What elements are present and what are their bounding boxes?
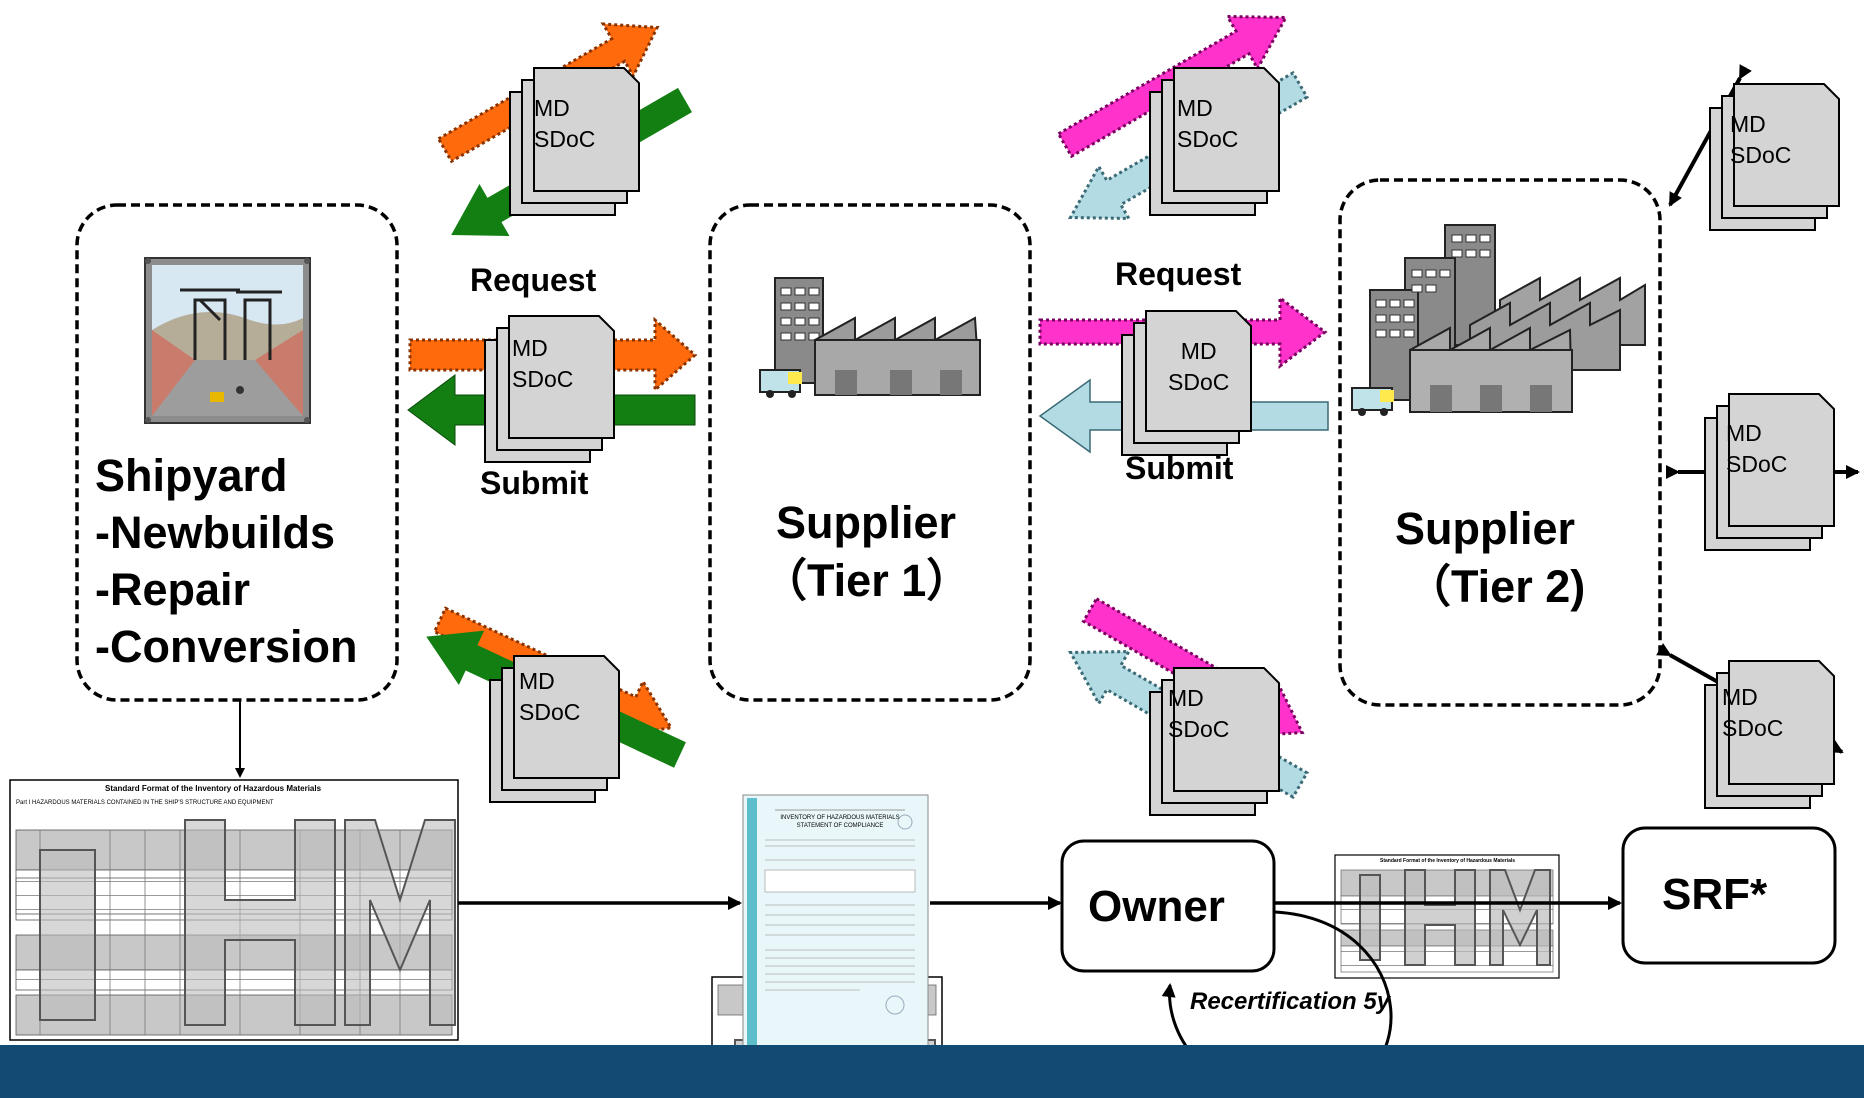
doc-stack-flow1 (484, 315, 615, 463)
ihm-document-small (1334, 854, 1560, 979)
supplier-tier1-box (708, 203, 1032, 702)
shipyard-picture-icon (144, 257, 311, 424)
shipyard-conversion: -Conversion (95, 621, 358, 672)
supplier-tier2-title: Supplier (1395, 503, 1576, 554)
submit-label-1: Submit (480, 465, 589, 501)
factory-icon-tier2 (1351, 224, 1646, 416)
shipyard-newbuilds: -Newbuilds (95, 507, 336, 558)
ihm-inventory-document (9, 779, 459, 1041)
supplier-tier1-sub: （Tier 1） (762, 555, 972, 606)
doc-stack-bottom-middle (1149, 667, 1280, 816)
owner-label: Owner (1088, 882, 1225, 931)
doc-stack-flow2 (1121, 310, 1252, 456)
shipyard-title: Shipyard (95, 450, 288, 501)
supplier-tier1-title: Supplier (776, 497, 957, 548)
doc-stack-top-left (509, 67, 640, 216)
footer-band (0, 1045, 1864, 1098)
soc-doc-title: INVENTORY OF HAZARDOUS MATERIALS STATEME… (780, 815, 900, 829)
doc-stack-bottom-right (1704, 660, 1835, 809)
submit-label-2: Submit (1125, 450, 1234, 486)
request-label-2: Request (1115, 256, 1242, 292)
recertification-label: Recertification 5y (1190, 988, 1391, 1015)
doc-stack-bottom-left (489, 655, 620, 803)
doc-stack-top-right (1709, 83, 1840, 231)
doc-stack-middle-right (1704, 393, 1835, 551)
supplier-tier2-sub: （Tier 2) (1406, 561, 1586, 612)
small-ihm-doc-title: Standard Format of the Inventory of Haza… (1380, 858, 1516, 864)
srf-box (1621, 826, 1837, 965)
doc-stack-top-middle (1149, 67, 1280, 216)
srf-label: SRF* (1662, 870, 1768, 919)
factory-icon-tier1 (759, 277, 982, 398)
ihm-doc-part: Part I HAZARDOUS MATERIALS CONTAINED IN … (16, 800, 274, 806)
supplier-tier2-box (1338, 178, 1662, 707)
owner-box (1060, 839, 1276, 973)
ihm-doc-title: Standard Format of the Inventory of Haza… (105, 784, 322, 793)
shipyard-repair: -Repair (95, 564, 251, 615)
request-label-1: Request (470, 262, 597, 298)
